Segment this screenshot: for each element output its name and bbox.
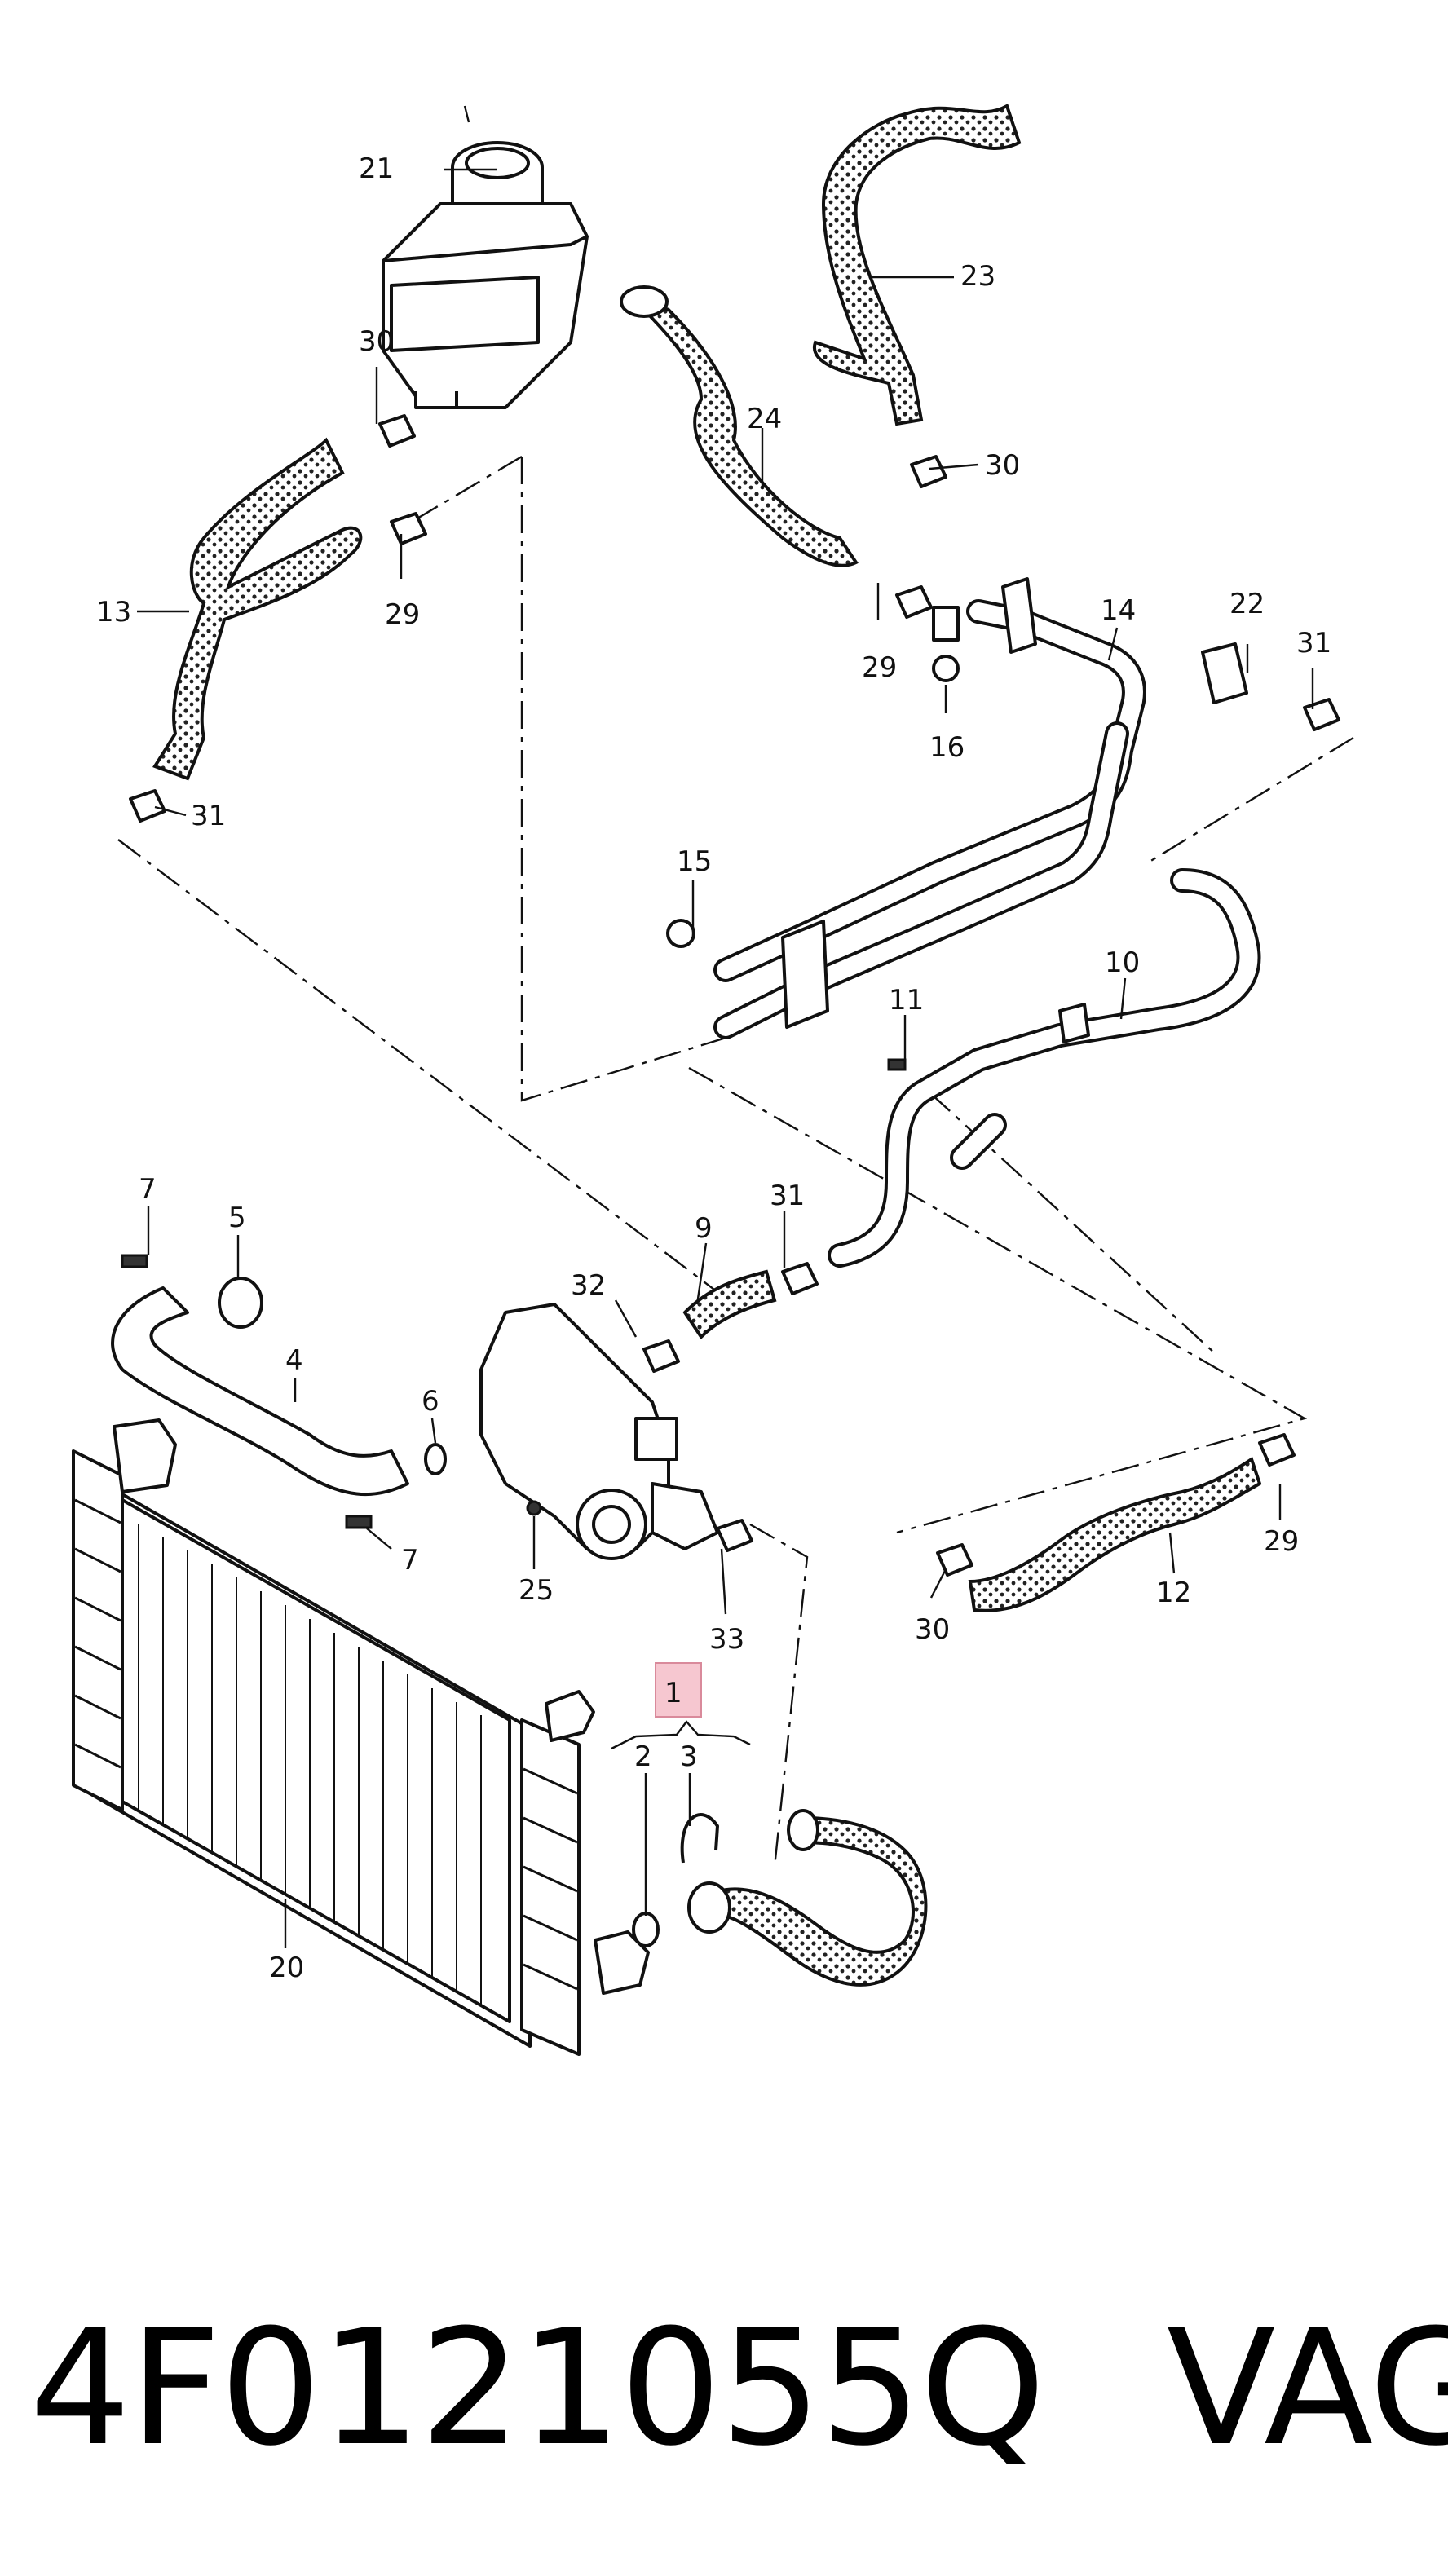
callout-5: 5 bbox=[228, 1202, 246, 1234]
callout-12: 12 bbox=[1156, 1577, 1191, 1609]
callout-29b: 29 bbox=[862, 651, 897, 684]
callout-31c: 31 bbox=[770, 1180, 805, 1212]
callout-2: 2 bbox=[634, 1740, 652, 1773]
callout-30c: 30 bbox=[915, 1613, 950, 1646]
callout-29a: 29 bbox=[385, 598, 420, 631]
callout-24: 24 bbox=[747, 403, 782, 435]
hose-24 bbox=[620, 285, 859, 567]
hose-4 bbox=[111, 1286, 409, 1497]
hose-23 bbox=[812, 104, 1022, 426]
expansion-tank bbox=[382, 105, 589, 409]
leader-lines bbox=[137, 168, 1314, 1948]
hose-13 bbox=[152, 437, 363, 781]
callout-30b: 30 bbox=[985, 449, 1020, 482]
callout-32: 32 bbox=[571, 1269, 606, 1302]
thermostat-housing bbox=[479, 1303, 719, 1560]
callout-1-highlight bbox=[655, 1662, 702, 1718]
callout-10: 10 bbox=[1105, 946, 1140, 979]
callout-14: 14 bbox=[1101, 594, 1136, 627]
callout-1: 1 bbox=[664, 1677, 682, 1709]
callout-30a: 30 bbox=[359, 325, 394, 358]
callout-4: 4 bbox=[285, 1344, 303, 1377]
hose-9 bbox=[682, 1269, 777, 1340]
callout-29c: 29 bbox=[1264, 1525, 1299, 1558]
callout-labels: 1 2 3 4 5 6 7 7 9 10 11 12 13 14 15 16 2… bbox=[96, 152, 1331, 1984]
part-number: 4F0121055Q bbox=[29, 2296, 1046, 2481]
callout-33: 33 bbox=[709, 1623, 744, 1656]
exploded-parts-diagram: 1 2 3 4 5 6 7 7 9 10 11 12 13 14 15 16 2… bbox=[72, 104, 1354, 2056]
caption-bar: 4F0121055Q VAG bbox=[0, 2266, 1448, 2511]
radiator bbox=[72, 1418, 650, 2056]
pipe-assembly-14 bbox=[713, 577, 1146, 1039]
pipe-10 bbox=[828, 868, 1261, 1268]
brand-name: VAG bbox=[1166, 2296, 1448, 2481]
callout-13: 13 bbox=[96, 596, 131, 629]
small-components bbox=[121, 414, 1340, 1947]
callout-6: 6 bbox=[422, 1385, 439, 1418]
callout-25: 25 bbox=[519, 1574, 554, 1607]
callout-9: 9 bbox=[695, 1212, 713, 1245]
hose-12 bbox=[968, 1456, 1262, 1612]
hose-1-lower bbox=[687, 1809, 928, 1987]
callout-16: 16 bbox=[929, 731, 965, 764]
callout-22: 22 bbox=[1229, 588, 1265, 620]
callout-11: 11 bbox=[889, 984, 924, 1017]
callout-23: 23 bbox=[960, 260, 996, 293]
callout-7b: 7 bbox=[401, 1544, 419, 1577]
callout-31b: 31 bbox=[1296, 627, 1331, 659]
callout-7a: 7 bbox=[139, 1173, 157, 1206]
callout-15: 15 bbox=[677, 845, 712, 878]
callout-21: 21 bbox=[359, 152, 394, 185]
callout-20: 20 bbox=[269, 1952, 304, 1984]
callout-31a: 31 bbox=[191, 800, 226, 832]
callout-3: 3 bbox=[680, 1740, 698, 1773]
